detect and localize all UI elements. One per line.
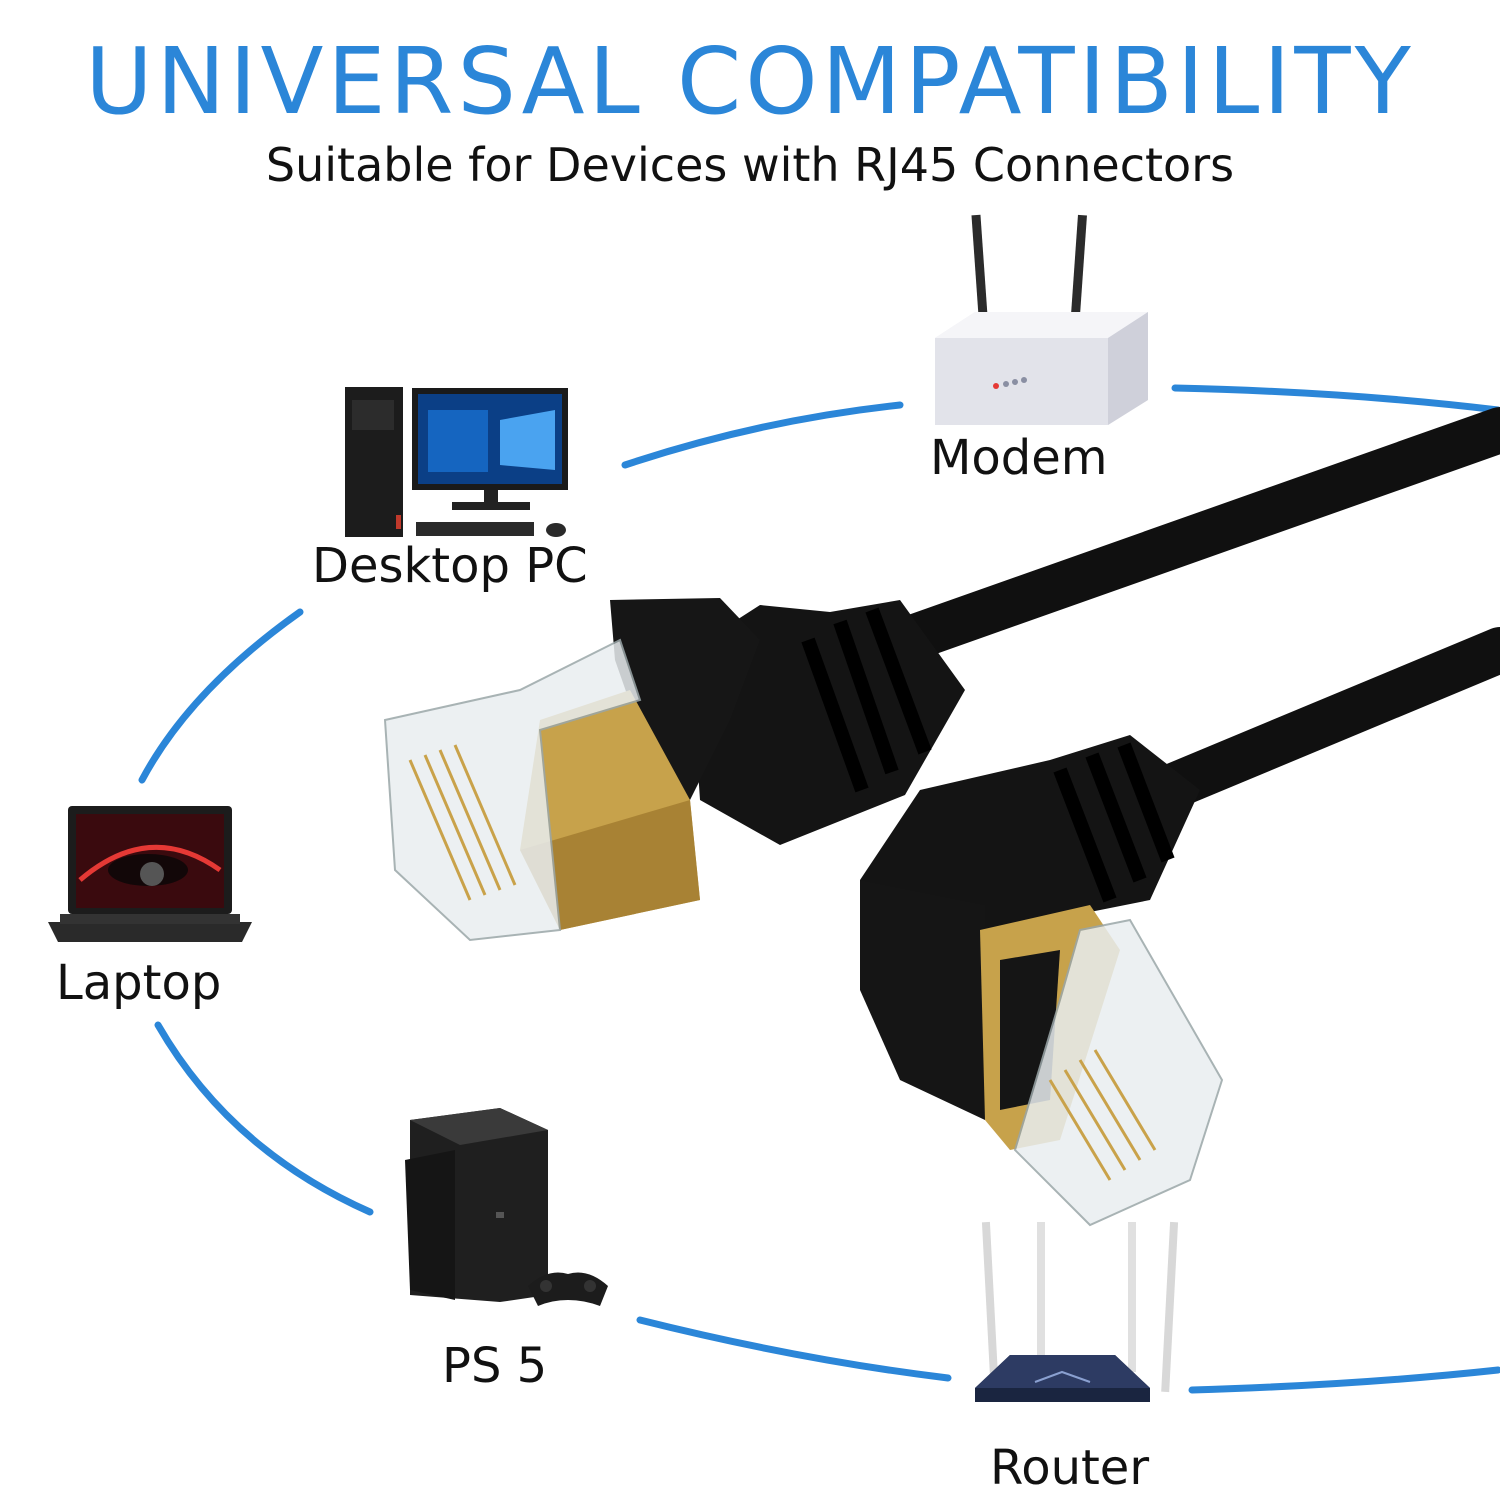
arc-modem-edge bbox=[1171, 384, 1500, 414]
arc-laptop-ps5 bbox=[154, 1021, 374, 1216]
router-icon bbox=[975, 1221, 1179, 1402]
page-subtitle: Suitable for Devices with RJ45 Connector… bbox=[265, 138, 1235, 192]
laptop-icon bbox=[48, 806, 252, 942]
ps5-icon bbox=[405, 1108, 608, 1306]
laptop-label: Laptop bbox=[56, 955, 222, 1011]
arc-desktop-laptop bbox=[138, 608, 304, 784]
ps5-label: PS 5 bbox=[442, 1338, 548, 1394]
arc-desktop-modem bbox=[621, 401, 904, 469]
arc-router-edge bbox=[1188, 1366, 1500, 1394]
desktop-pc-label: Desktop PC bbox=[312, 538, 588, 594]
straight-rj45-plug bbox=[383, 598, 965, 942]
desktop-pc-icon bbox=[345, 387, 568, 537]
modem-icon bbox=[935, 214, 1148, 425]
arc-ps5-router bbox=[636, 1316, 952, 1382]
angled-rj45-plug bbox=[860, 735, 1224, 1227]
modem-label: Modem bbox=[930, 430, 1108, 486]
page-title: UNIVERSAL COMPATIBILITY bbox=[85, 28, 1415, 135]
router-label: Router bbox=[990, 1440, 1150, 1496]
connection-arcs bbox=[138, 384, 1500, 1394]
ethernet-cable-art bbox=[827, 407, 1500, 823]
